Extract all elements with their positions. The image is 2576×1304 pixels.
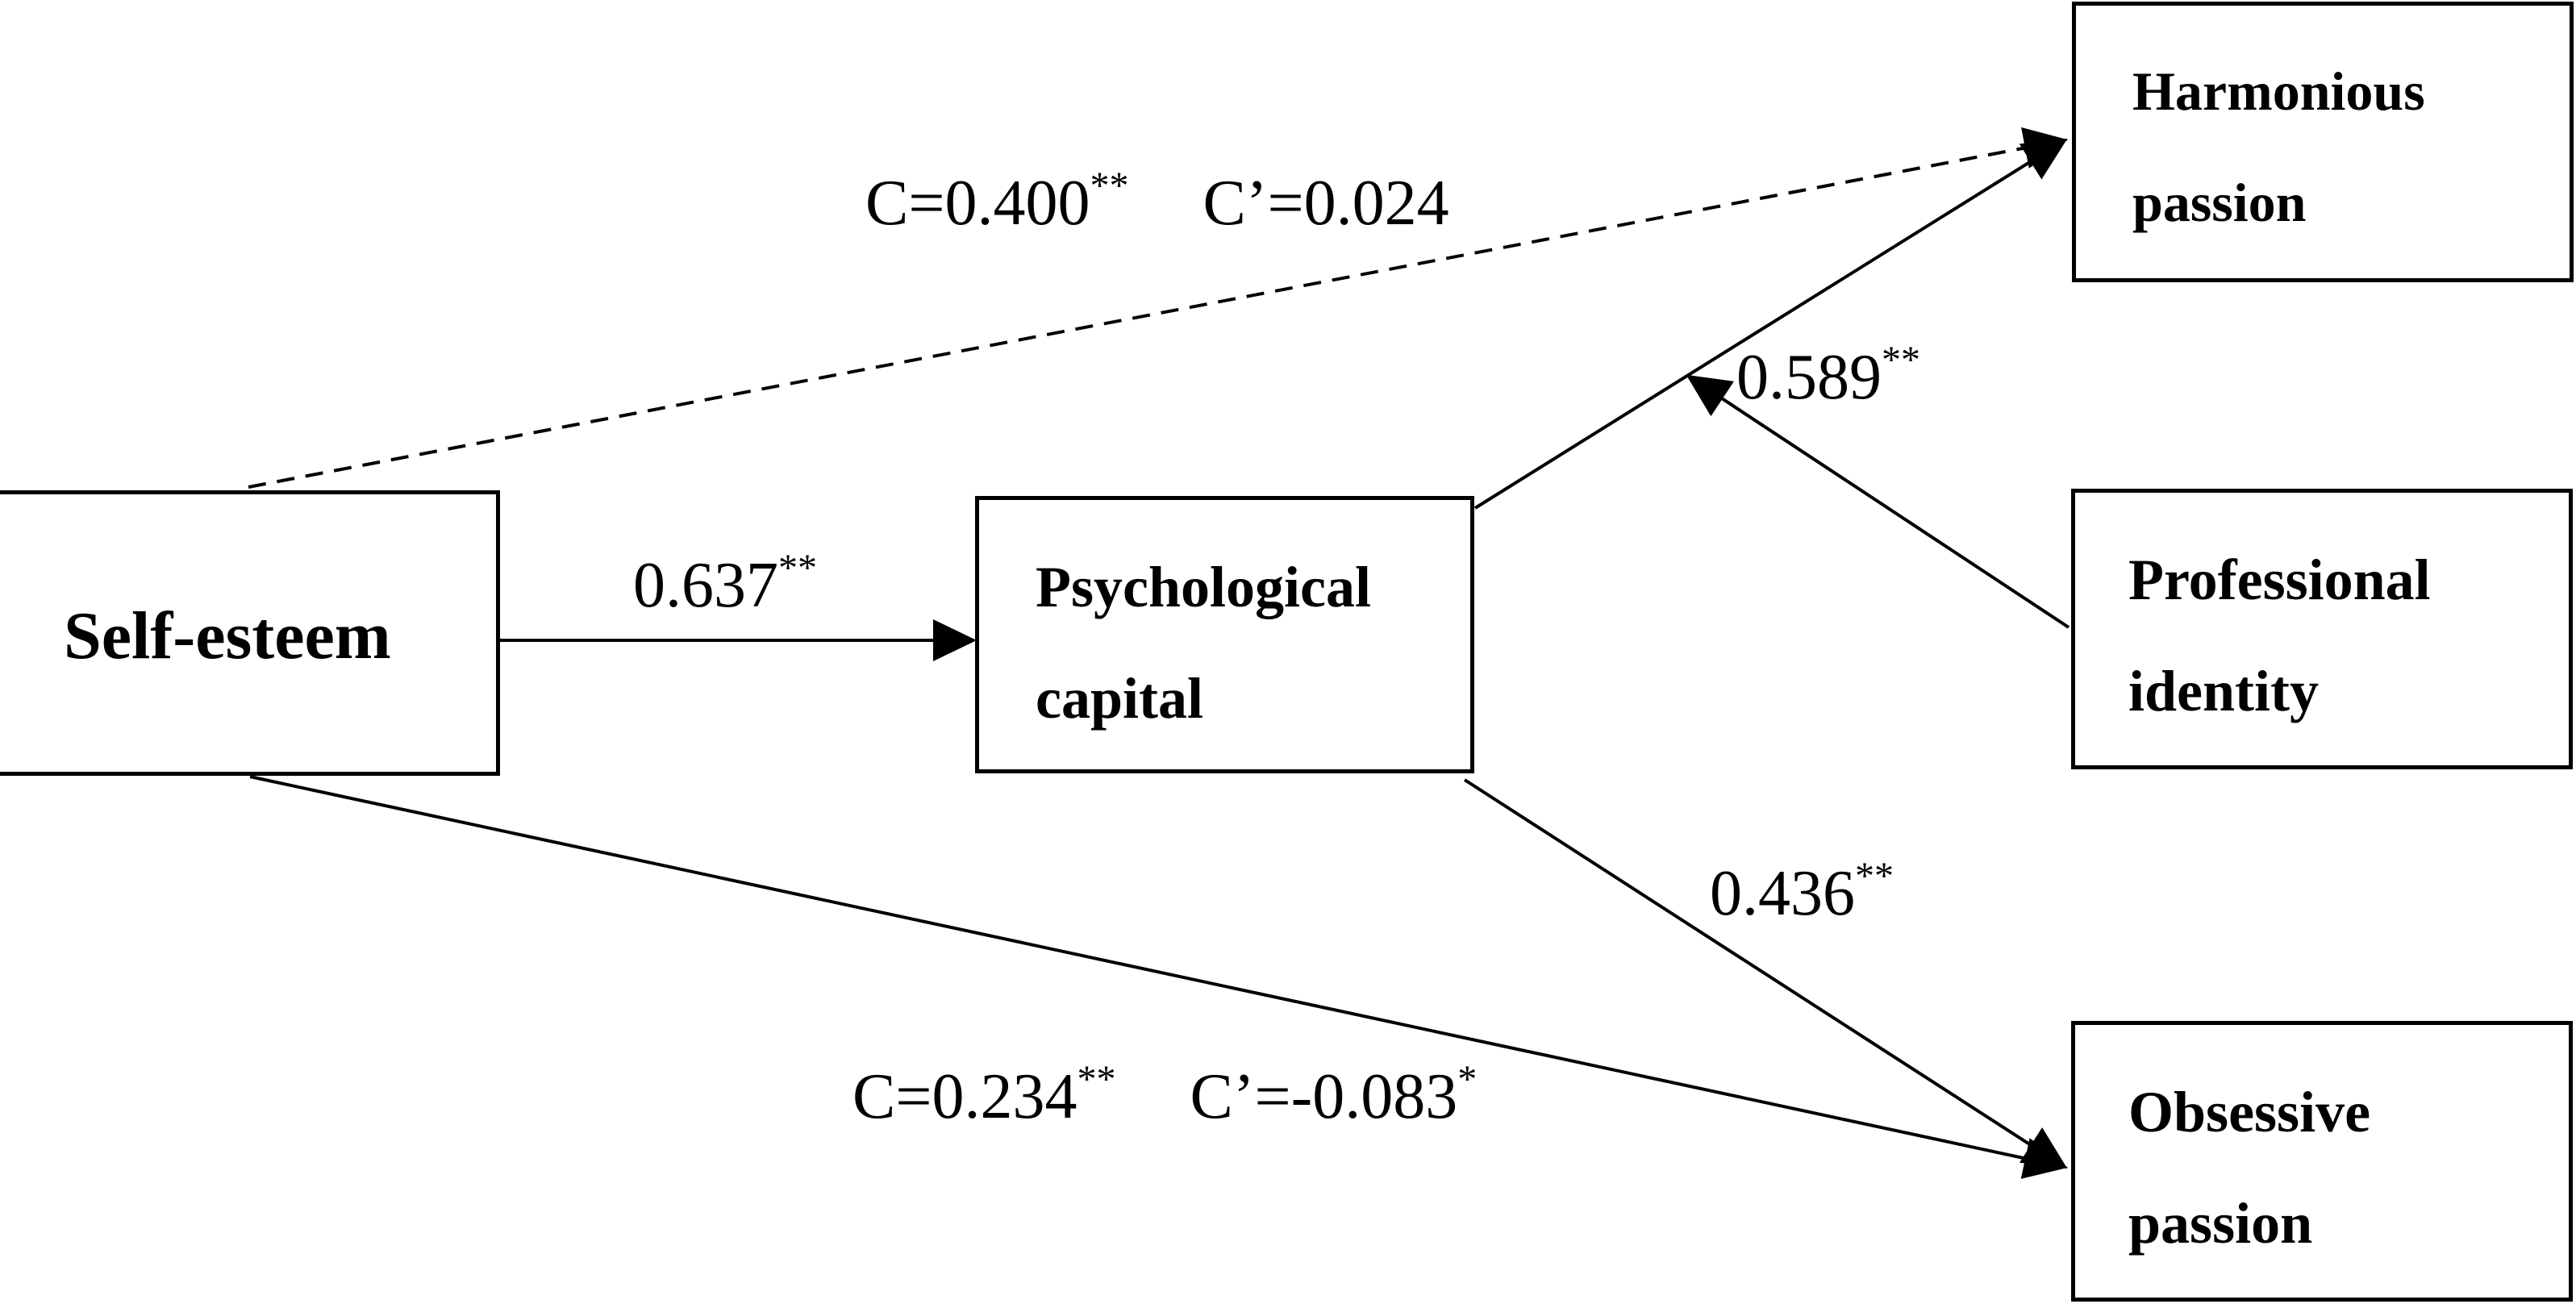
moderation-coefficient: 0.589 xyxy=(1736,342,1882,413)
label-moderation-coefficient: 0.589** xyxy=(1736,341,1920,413)
hp-total-effect-sig: ** xyxy=(1090,165,1129,207)
moderation-coefficient-sig: ** xyxy=(1882,339,1920,381)
node-obsessive-passion-line2: passion xyxy=(2128,1191,2313,1256)
path-self-esteem-to-obsessive-passion xyxy=(249,775,2068,1179)
node-obsessive-passion: Obsessive passion xyxy=(2071,1021,2573,1302)
label-self-esteem-to-psychological-capital: 0.637** xyxy=(633,549,817,621)
hp-total-effect: C=0.400 xyxy=(865,168,1090,239)
se-pc-coefficient: 0.637 xyxy=(633,550,778,621)
label-harmonious-passion-effects: C=0.400** C’=0.024 xyxy=(865,167,1449,236)
node-professional-identity: Professional identity xyxy=(2071,489,2573,769)
node-self-esteem: Self-esteem xyxy=(0,490,500,776)
node-harmonious-passion: Harmonious passion xyxy=(2072,2,2574,282)
se-pc-coefficient-sig: ** xyxy=(778,547,817,590)
node-psychological-capital: Psychological capital xyxy=(975,496,1474,773)
hp-direct-effect: C’=0.024 xyxy=(1203,168,1449,239)
node-harmonious-passion-line1: Harmonious xyxy=(2132,60,2425,122)
node-professional-identity-line1: Professional xyxy=(2128,548,2431,612)
op-direct-effect-sig: * xyxy=(1457,1058,1478,1101)
pc-op-coefficient-sig: ** xyxy=(1855,855,1894,898)
pc-op-coefficient: 0.436 xyxy=(1710,858,1855,929)
node-harmonious-passion-line2: passion xyxy=(2132,172,2307,233)
path-psychological-capital-to-obsessive-passion xyxy=(1463,778,2068,1169)
node-self-esteem-label: Self-esteem xyxy=(64,598,391,673)
node-psychological-capital-line1: Psychological xyxy=(1036,555,1371,619)
op-total-effect: C=0.234 xyxy=(852,1061,1078,1132)
node-obsessive-passion-line1: Obsessive xyxy=(2128,1080,2371,1144)
path-professional-identity-moderation xyxy=(1686,374,2070,629)
path-self-esteem-to-harmonious-passion-dashed xyxy=(248,127,2068,489)
path-psychological-capital-to-harmonious-passion xyxy=(1473,138,2068,510)
op-total-effect-sig: ** xyxy=(1077,1058,1116,1101)
node-psychological-capital-line2: capital xyxy=(1036,666,1203,731)
node-professional-identity-line2: identity xyxy=(2128,659,2320,723)
label-psychological-capital-to-obsessive-passion: 0.436** xyxy=(1710,857,1894,929)
op-direct-effect: C’=-0.083 xyxy=(1190,1061,1458,1132)
label-obsessive-passion-effects: C=0.234** C’=-0.083* xyxy=(852,1060,1477,1132)
